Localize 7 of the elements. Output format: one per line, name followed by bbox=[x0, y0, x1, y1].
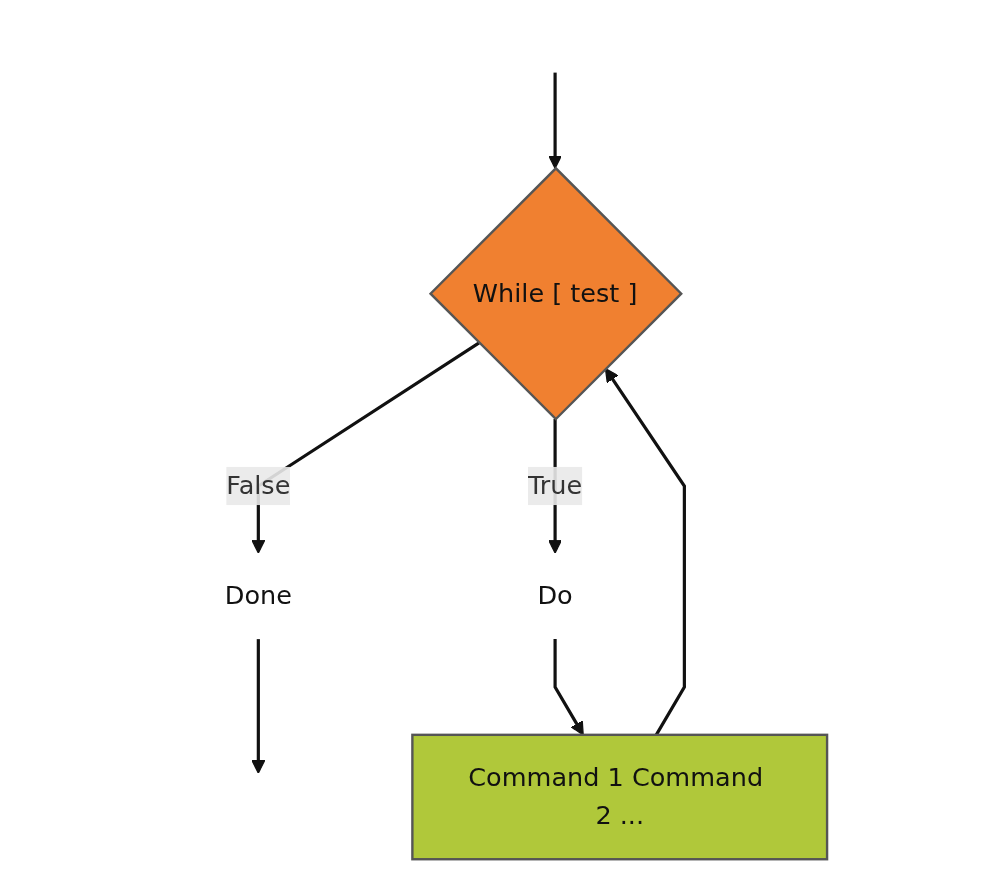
process-box: Command 1 Command 2 ... bbox=[410, 733, 828, 860]
arrow bbox=[250, 638, 265, 774]
flow-label: Done bbox=[224, 579, 292, 610]
arrow bbox=[547, 72, 562, 169]
decision-diamond: While [ test ] bbox=[428, 166, 683, 421]
flow-label: Do bbox=[536, 579, 573, 610]
arrow bbox=[553, 638, 584, 735]
